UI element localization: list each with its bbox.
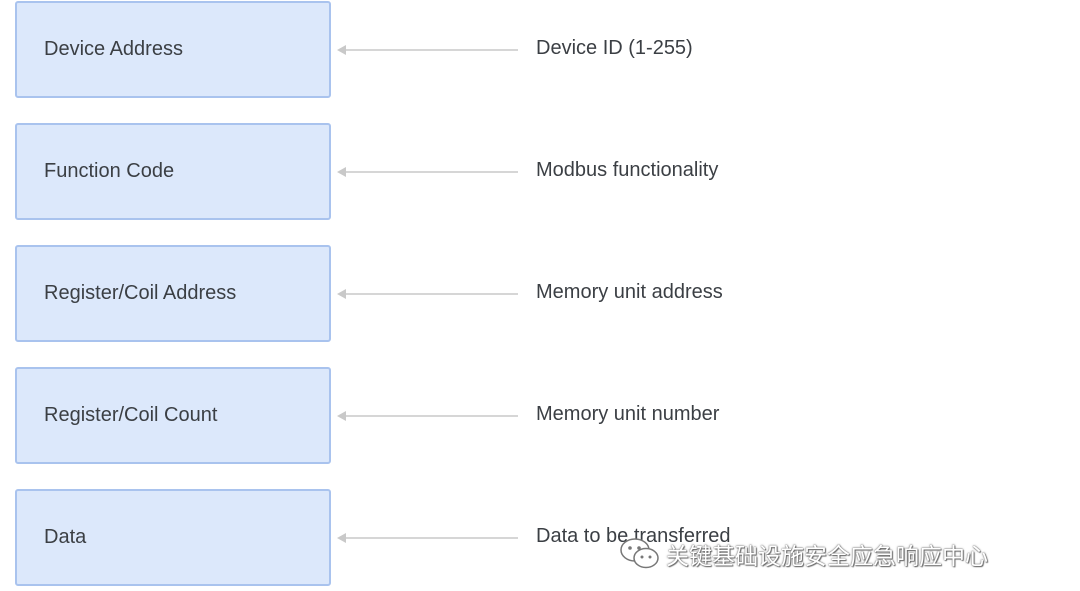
arrow-left-icon xyxy=(346,293,518,295)
field-box-register-coil-address: Register/Coil Address xyxy=(15,245,331,342)
field-box-function-code: Function Code xyxy=(15,123,331,220)
arrowhead-icon xyxy=(337,411,346,421)
field-label: Data xyxy=(44,526,87,548)
diagram-row-register-coil-address: Register/Coil Address Memory unit addres… xyxy=(0,245,1080,345)
field-description: Memory unit address xyxy=(536,281,723,303)
field-label: Register/Coil Address xyxy=(44,282,237,304)
field-label: Register/Coil Count xyxy=(44,404,218,426)
arrow-left-icon xyxy=(346,537,518,539)
arrow-left-icon xyxy=(346,171,518,173)
field-label: Function Code xyxy=(44,160,175,182)
field-label: Device Address xyxy=(44,38,183,60)
diagram-row-register-coil-count: Register/Coil Count Memory unit number xyxy=(0,367,1080,467)
arrowhead-icon xyxy=(337,533,346,543)
field-description: Memory unit number xyxy=(536,403,720,425)
arrow-left-icon xyxy=(346,49,518,51)
arrowhead-icon xyxy=(337,167,346,177)
field-box-data: Data xyxy=(15,489,331,586)
diagram-row-function-code: Function Code Modbus functionality xyxy=(0,123,1080,223)
watermark-text: 关键基础设施安全应急响应中心 xyxy=(666,544,988,570)
field-box-register-coil-count: Register/Coil Count xyxy=(15,367,331,464)
arrow-left-icon xyxy=(346,415,518,417)
diagram-row-device-address: Device Address Device ID (1-255) xyxy=(0,1,1080,101)
field-box-device-address: Device Address xyxy=(15,1,331,98)
field-description: Data to be transferred xyxy=(536,525,731,547)
wechat-icon xyxy=(620,538,659,569)
diagram-row-data: Data Data to be transferred xyxy=(0,489,1080,589)
field-description: Modbus functionality xyxy=(536,159,719,181)
arrowhead-icon xyxy=(337,289,346,299)
field-description: Device ID (1-255) xyxy=(536,37,693,59)
arrowhead-icon xyxy=(337,45,346,55)
watermark: 关键基础设施安全应急响应中心 xyxy=(618,536,988,572)
